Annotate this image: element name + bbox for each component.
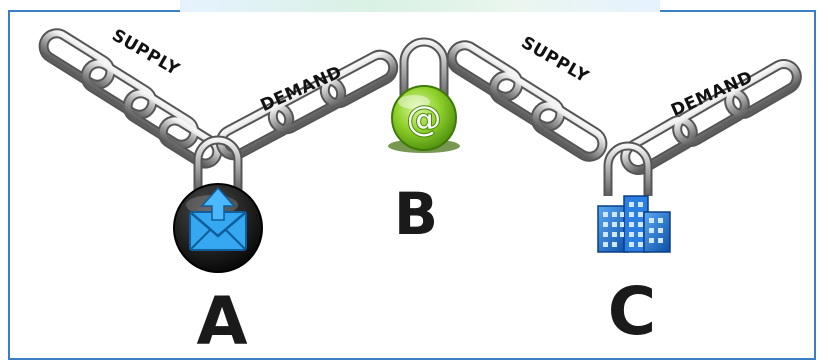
svg-text:@: @ xyxy=(406,99,442,140)
chain-segment-supply-left xyxy=(38,28,223,169)
chain-segment-supply-right xyxy=(446,40,608,162)
chain-label-supply-right: SUPPLY xyxy=(518,33,593,88)
node-label-a: A xyxy=(196,283,247,360)
chain-segment-demand-left xyxy=(215,49,399,161)
node-label-b: B xyxy=(394,180,438,248)
chain-segment-demand-right xyxy=(620,59,802,175)
diagram-frame xyxy=(8,10,816,360)
lock-shackle-a xyxy=(193,135,243,192)
email-upload-icon xyxy=(173,183,263,273)
lock-shackle-c xyxy=(603,141,653,196)
top-decorative-band xyxy=(180,0,660,12)
office-building-icon xyxy=(597,195,671,253)
node-label-c: C xyxy=(608,273,656,350)
at-sign-icon: @ xyxy=(388,85,460,153)
lock-shackle-b xyxy=(399,37,449,100)
